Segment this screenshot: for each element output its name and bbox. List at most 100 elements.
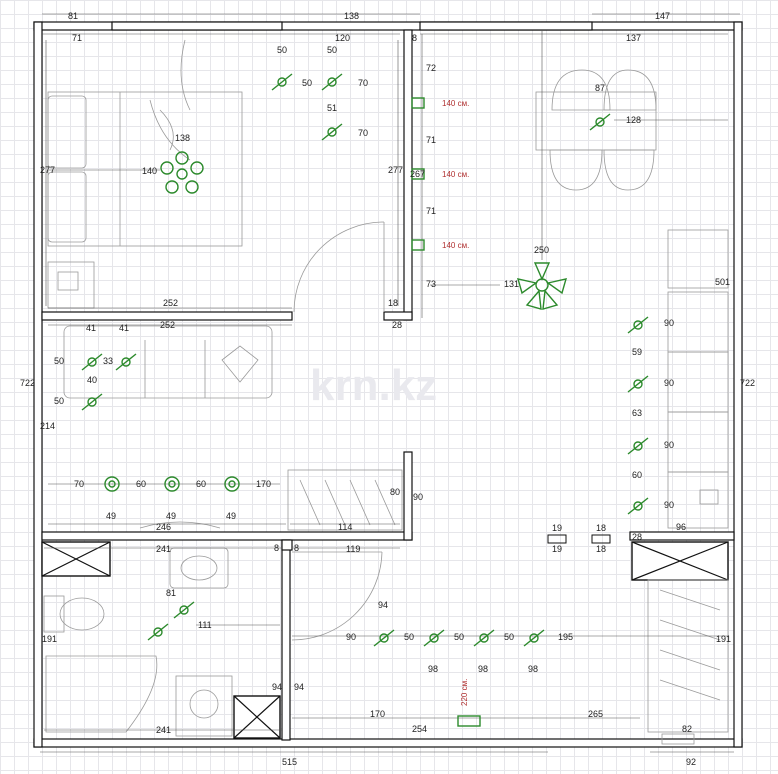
dim-kr-28: 28 bbox=[632, 532, 642, 542]
dim-hl-94b: 94 bbox=[272, 682, 282, 692]
dim-bt-191: 191 bbox=[42, 634, 57, 644]
chandelier-icon bbox=[160, 151, 204, 194]
dim-kr-90d: 90 bbox=[664, 500, 674, 510]
dim-l-50b: 50 bbox=[327, 45, 337, 55]
dim-k-71b: 71 bbox=[426, 206, 436, 216]
dim-bt-8a: 8 bbox=[274, 543, 279, 553]
dim-lv-70: 70 bbox=[74, 479, 84, 489]
dim-bt-119: 119 bbox=[346, 544, 360, 554]
dim-lv-170: 170 bbox=[256, 479, 271, 489]
dimension-lines bbox=[40, 13, 740, 753]
dim-hl-170: 170 bbox=[370, 709, 385, 719]
dim-l-138: 138 bbox=[175, 133, 190, 143]
dim-k-140a: 140 см. bbox=[442, 99, 469, 108]
watermark: krn.kz bbox=[310, 361, 437, 410]
dim-k-73: 73 bbox=[426, 279, 436, 289]
dim-kr-90a: 90 bbox=[664, 318, 674, 328]
dim-s-18b: 18 bbox=[596, 544, 606, 554]
interior-walls bbox=[41, 29, 735, 741]
dim-lv-49a: 49 bbox=[106, 511, 116, 521]
dim-lv-90: 90 bbox=[413, 492, 423, 502]
dim-lv-40: 40 bbox=[87, 375, 97, 385]
dim-bot-92: 92 bbox=[686, 757, 696, 767]
dim-l-51: 51 bbox=[327, 103, 337, 113]
dim-bt-81: 81 bbox=[166, 588, 176, 598]
dim-lv-28: 28 bbox=[392, 320, 402, 330]
dim-s-19a: 19 bbox=[552, 523, 562, 533]
dim-k-267: 267 bbox=[410, 169, 425, 179]
dim-hl-191: 191 bbox=[716, 634, 731, 644]
dim-bt-241b: 241 bbox=[156, 725, 171, 735]
dim-side-722-left: 722 bbox=[20, 378, 35, 388]
dim-k-87: 87 bbox=[595, 83, 605, 93]
dim-lv-49b: 49 bbox=[166, 511, 176, 521]
dim-kr-59: 59 bbox=[632, 347, 642, 357]
dim-hl-50b: 50 bbox=[454, 632, 464, 642]
dim-s-18a: 18 bbox=[596, 523, 606, 533]
dim-bed-71: 71 bbox=[72, 33, 82, 43]
dim-bt-111: 111 bbox=[198, 620, 212, 630]
dim-lv-50b: 50 bbox=[54, 396, 64, 406]
dim-k-128: 128 bbox=[626, 115, 641, 125]
dim-side-722-right: 722 bbox=[740, 378, 755, 388]
dim-hl-98b: 98 bbox=[478, 664, 488, 674]
dim-lv-60a: 60 bbox=[136, 479, 146, 489]
dim-kr-90b: 90 bbox=[664, 378, 674, 388]
dim-bed-252: 252 bbox=[163, 298, 178, 308]
dim-bed-120: 120 bbox=[335, 33, 350, 43]
dim-kr-90c: 90 bbox=[664, 440, 674, 450]
dim-s-19b: 19 bbox=[552, 544, 562, 554]
dim-bed-18: 18 bbox=[388, 298, 398, 308]
dim-lv-33: 33 bbox=[103, 356, 113, 366]
dim-k-140c: 140 см. bbox=[442, 241, 469, 250]
dim-l-70b: 70 bbox=[358, 128, 368, 138]
dim-hl-90: 90 bbox=[346, 632, 356, 642]
outer-walls bbox=[33, 21, 743, 748]
dim-hl-98a: 98 bbox=[428, 664, 438, 674]
dim-kr-60: 60 bbox=[632, 470, 642, 480]
dim-lv-60b: 60 bbox=[196, 479, 206, 489]
dim-bot-515: 515 bbox=[282, 757, 297, 767]
dim-top-138: 138 bbox=[344, 11, 359, 21]
light-fixtures bbox=[81, 73, 649, 727]
dim-k-250: 250 bbox=[534, 245, 549, 255]
dim-bt-241: 241 bbox=[156, 544, 171, 554]
dim-hl-220: 220 см. bbox=[460, 679, 469, 706]
dim-l-50a: 50 bbox=[277, 45, 287, 55]
dim-top-147: 147 bbox=[655, 11, 670, 21]
dim-l-70a: 70 bbox=[358, 78, 368, 88]
dim-bed-8: 8 bbox=[412, 33, 417, 43]
spot-lights bbox=[104, 476, 240, 492]
dim-l-50c: 50 bbox=[302, 78, 312, 88]
dim-hl-94c: 94 bbox=[294, 682, 304, 692]
dim-l-140: 140 bbox=[142, 166, 157, 176]
dim-k-72: 72 bbox=[426, 63, 436, 73]
dim-bed-277-right: 277 bbox=[388, 165, 403, 175]
dim-hl-82: 82 bbox=[682, 724, 692, 734]
dim-hl-195: 195 bbox=[558, 632, 573, 642]
dim-bt-8b: 8 bbox=[294, 543, 299, 553]
dim-hl-50c: 50 bbox=[504, 632, 514, 642]
dim-lv-246: 246 bbox=[156, 522, 171, 532]
dim-k-501: 501 bbox=[715, 277, 730, 287]
dim-bed-277-left: 277 bbox=[40, 165, 55, 175]
dimension-labels: 81 138 147 71 120 8 137 277 277 252 18 5… bbox=[20, 11, 755, 767]
dim-lv-41a: 41 bbox=[86, 323, 96, 333]
dim-lv-214: 214 bbox=[40, 421, 55, 431]
dim-hl-94a: 94 bbox=[378, 600, 388, 610]
dim-lv-50a: 50 bbox=[54, 356, 64, 366]
furniture bbox=[43, 39, 729, 745]
dim-kr-63: 63 bbox=[632, 408, 642, 418]
dim-k-71a: 71 bbox=[426, 135, 436, 145]
dim-lv-252: 252 bbox=[160, 320, 175, 330]
dim-hl-265: 265 bbox=[588, 709, 603, 719]
dim-hl-50a: 50 bbox=[404, 632, 414, 642]
dim-hl-98c: 98 bbox=[528, 664, 538, 674]
dim-kit-137: 137 bbox=[626, 33, 641, 43]
dim-k-140b: 140 см. bbox=[442, 170, 469, 179]
switch-symbols bbox=[81, 73, 649, 647]
dim-top-81: 81 bbox=[68, 11, 78, 21]
ceiling-fan-icon bbox=[517, 262, 567, 310]
dim-lv-80: 80 bbox=[390, 487, 400, 497]
